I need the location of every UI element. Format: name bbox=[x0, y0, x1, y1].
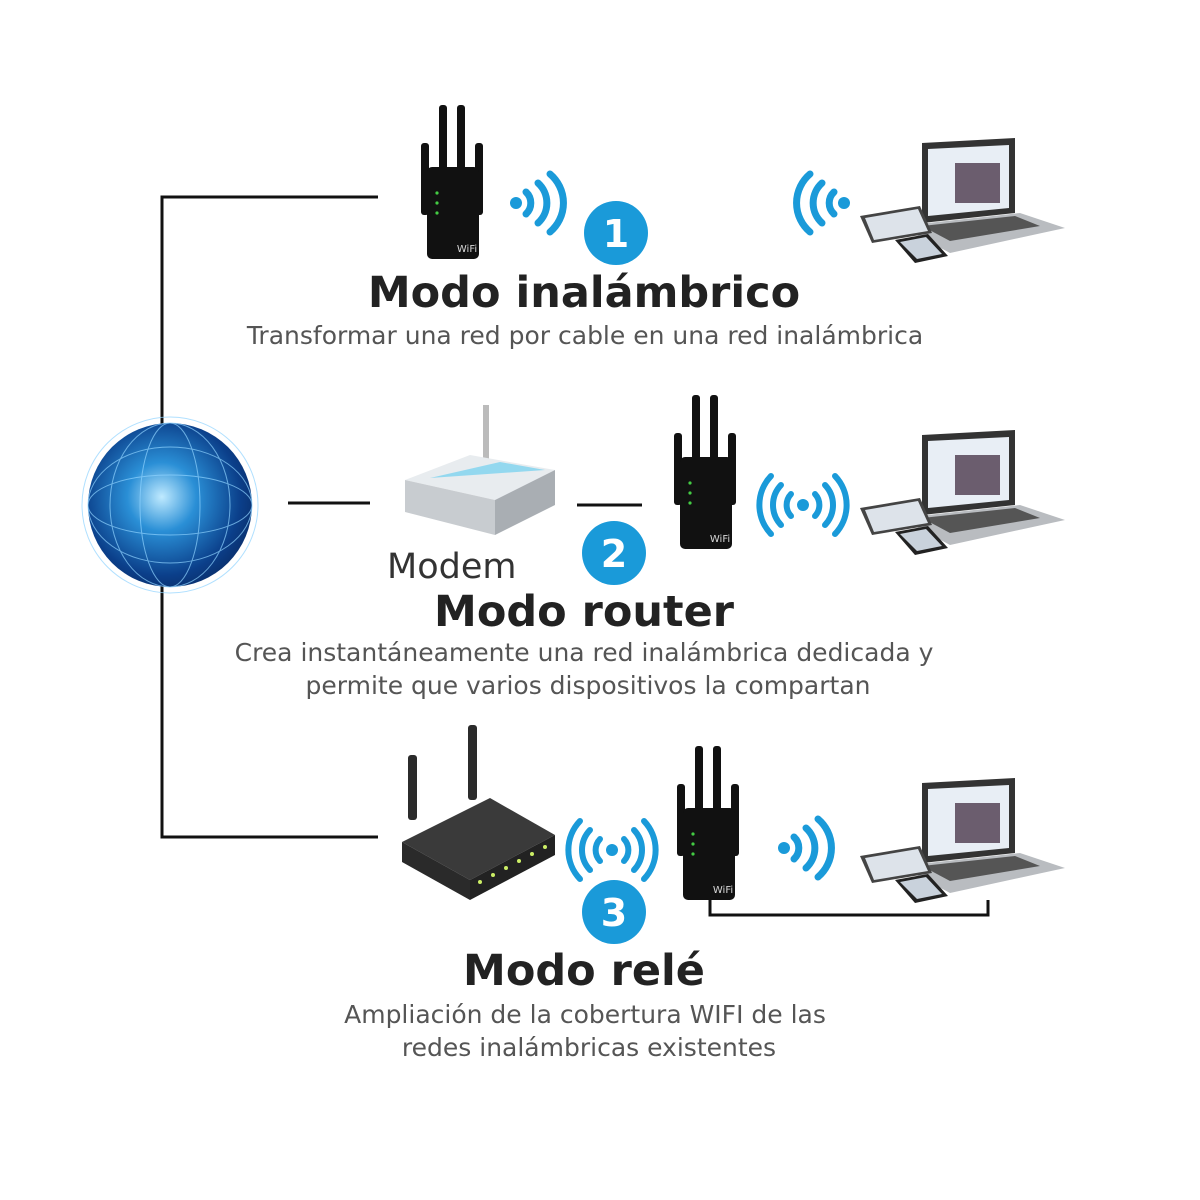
repeater-wifi-badge: WiFi bbox=[713, 885, 733, 896]
mode-3-subtitle-line-2: redes inalámbricas existentes bbox=[402, 1033, 776, 1062]
globe-icon bbox=[81, 416, 259, 594]
laptop-icon bbox=[860, 138, 1065, 263]
router-icon bbox=[402, 725, 555, 900]
mode-1-badge: 1 bbox=[584, 201, 648, 265]
svg-text:2: 2 bbox=[601, 532, 627, 576]
wifi-repeater-icon bbox=[421, 105, 483, 259]
svg-text:1: 1 bbox=[603, 212, 629, 256]
mode-2-title: Modo router bbox=[434, 587, 735, 637]
wifi-repeater-icon bbox=[674, 395, 736, 549]
svg-text:3: 3 bbox=[601, 891, 627, 935]
mode-2-subtitle-line-2: permite que varios dispositivos la compa… bbox=[306, 671, 871, 700]
mode-1-title: Modo inalámbrico bbox=[368, 268, 800, 318]
repeater-wifi-badge: WiFi bbox=[457, 244, 477, 255]
wifi-signal-icon bbox=[797, 174, 850, 232]
mode-3-badge: 3 bbox=[582, 880, 646, 944]
mode-2-subtitle-line-1: Crea instantáneamente una red inalámbric… bbox=[235, 638, 934, 667]
modem-icon bbox=[405, 405, 555, 535]
laptop-icon bbox=[860, 778, 1065, 903]
wifi-signal-icon bbox=[568, 821, 655, 879]
mode-3-subtitle-line-1: Ampliación de la cobertura WIFI de las bbox=[344, 1000, 826, 1029]
wifi-repeater-icon bbox=[677, 746, 739, 900]
wifi-signal-icon bbox=[759, 476, 846, 534]
mode-3-title: Modo relé bbox=[463, 946, 705, 996]
wifi-signal-icon bbox=[778, 819, 831, 877]
laptop-icon bbox=[860, 430, 1065, 555]
wifi-signal-icon bbox=[510, 174, 563, 232]
mode-1-subtitle: Transformar una red por cable en una red… bbox=[246, 321, 923, 350]
repeater-wifi-badge: WiFi bbox=[710, 534, 730, 545]
mode-2-badge: 2 bbox=[582, 521, 646, 585]
modem-label: Modem bbox=[387, 547, 516, 587]
